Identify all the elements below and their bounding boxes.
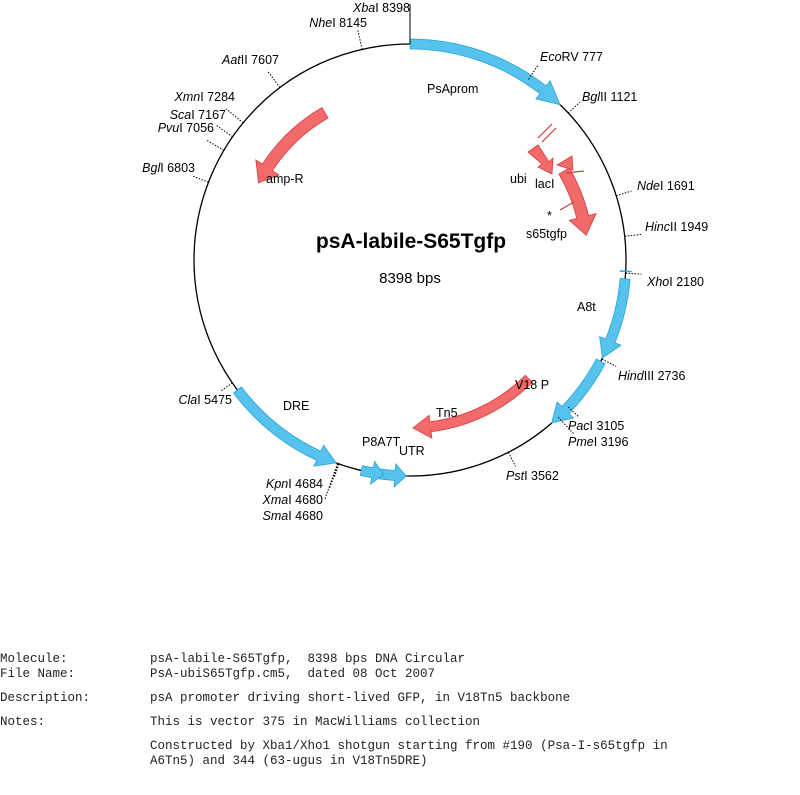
- site-label-psti: PstI 3562: [506, 469, 559, 483]
- feature-label-ubi: ubi: [510, 172, 527, 186]
- site-label-xbai: XbaI 8398: [352, 1, 410, 15]
- site-tick-hindiii: [601, 358, 617, 367]
- feature-marker-2: [559, 201, 575, 211]
- site-tick-nhei: [357, 29, 363, 50]
- info-row-description: Description: psA promoter driving short-…: [0, 691, 800, 706]
- arrow-p8a7t-2: [359, 460, 385, 485]
- site-tick-aatii: [267, 71, 281, 88]
- site-label-xhoi: XhoI 2180: [646, 275, 704, 289]
- info-value-notes-1: This is vector 375 in MacWilliams collec…: [150, 715, 481, 729]
- site-label-xmai: XmaI 4680: [262, 493, 324, 507]
- molecule-info-block: Molecule: psA-labile-S65Tgfp, 8398 bps D…: [0, 652, 800, 769]
- feature-label-psaprom: PsAprom: [427, 82, 478, 96]
- feature-label-laci: lacI: [535, 177, 554, 191]
- info-key-molecule: Molecule:: [0, 652, 68, 666]
- site-tick-xmni: [225, 108, 244, 124]
- arrow-a8t: [599, 277, 631, 359]
- arrow-laci: [558, 167, 597, 236]
- info-row-file-name: File Name: PsA-ubiS65Tgfp.cm5, dated 08 …: [0, 667, 800, 682]
- site-tick-pmei: [557, 416, 575, 436]
- feature-marker-3: [565, 170, 585, 174]
- site-label-ndei: NdeI 1691: [637, 179, 695, 193]
- plasmid-title: psA-labile-S65Tgfp: [316, 230, 506, 253]
- feature-marker-0: [537, 123, 553, 139]
- feature-label-tn5: Tn5: [436, 406, 458, 420]
- site-label-pmei: PmeI 3196: [568, 435, 629, 449]
- info-key-notes-2: [0, 739, 150, 769]
- feature-label-a8t: A8t: [577, 300, 596, 314]
- site-tick-bglii: [567, 101, 581, 114]
- arrow-psaprom: [409, 38, 561, 106]
- site-label-scai: ScaI 7167: [170, 108, 226, 122]
- info-value-notes-2: Constructed by Xba1/Xho1 shotgun startin…: [150, 739, 668, 768]
- site-label-bglii: BglII 1121: [582, 90, 637, 104]
- site-tick-paci: [567, 406, 579, 417]
- arrow-dre: [232, 386, 337, 467]
- feature-label-dre: DRE: [283, 399, 309, 413]
- site-tick-clai: [220, 382, 233, 392]
- site-label-aatii: AatII 7607: [221, 53, 279, 67]
- site-tick-scai: [215, 124, 233, 138]
- site-tick-ndei: [616, 190, 632, 197]
- site-label-ecorv: EcoRV 777: [540, 50, 603, 64]
- site-label-smai: SmaI 4680: [263, 509, 324, 523]
- arrow-amp-r: [255, 107, 329, 184]
- site-label-hincii: HincII 1949: [645, 220, 708, 234]
- site-label-clai: ClaI 5475: [178, 393, 232, 407]
- feature-label-p8a7t: P8A7T: [362, 435, 401, 449]
- site-tick-pvui: [206, 139, 225, 151]
- site-tick-psti: [507, 452, 517, 467]
- site-tick-xmai: [329, 463, 339, 489]
- feature-label-utr: UTR: [399, 444, 425, 458]
- site-tick-hincii: [624, 233, 643, 237]
- feature-boundary-a8t: [619, 270, 632, 273]
- site-tick-bgli: [191, 175, 209, 183]
- feature-arrows: [232, 38, 632, 488]
- arrow-p8a7t-1: [378, 463, 407, 488]
- arrow-tn5: [412, 374, 533, 439]
- info-key-file-name: File Name:: [0, 667, 76, 681]
- site-label-kpni: KpnI 4684: [266, 477, 323, 491]
- info-key-notes: Notes:: [0, 715, 46, 729]
- arrowhead-laci-start: [556, 155, 574, 171]
- site-label-hindiii: HindIII 2736: [618, 369, 685, 383]
- site-tick-smai: [324, 463, 339, 500]
- info-value-description: psA promoter driving short-lived GFP, in…: [150, 691, 571, 705]
- site-label-bgli: BglI 6803: [142, 161, 195, 175]
- info-row-molecule: Molecule: psA-labile-S65Tgfp, 8398 bps D…: [0, 652, 800, 667]
- arrow-v18p: [551, 358, 606, 424]
- feature-marker-1: [541, 127, 557, 143]
- arrow-ubi: [527, 144, 554, 175]
- site-label-xmni: XmnI 7284: [174, 90, 236, 104]
- info-value-molecule: psA-labile-S65Tgfp, 8398 bps DNA Circula…: [150, 652, 466, 666]
- site-tick-xhoi: [625, 272, 642, 275]
- site-label-pvui: PvuI 7056: [158, 121, 214, 135]
- info-key-description: Description:: [0, 691, 91, 705]
- site-label-paci: PacI 3105: [568, 419, 624, 433]
- site-tick-kpni: [333, 463, 340, 478]
- feature-label-amp-r: amp-R: [266, 172, 304, 186]
- site-label-nhei: NheI 8145: [309, 16, 367, 30]
- feature-label-v18p: V18 P: [515, 378, 549, 392]
- feature-label-star: *: [547, 209, 552, 223]
- info-row-notes: Notes: This is vector 375 in MacWilliams…: [0, 715, 800, 730]
- feature-label-s65tgfp: s65tgfp: [526, 227, 567, 241]
- info-row-notes-2: Constructed by Xba1/Xho1 shotgun startin…: [0, 739, 800, 769]
- plasmid-size: 8398 bps: [379, 270, 441, 287]
- info-value-file-name: PsA-ubiS65Tgfp.cm5, dated 08 Oct 2007: [150, 667, 436, 681]
